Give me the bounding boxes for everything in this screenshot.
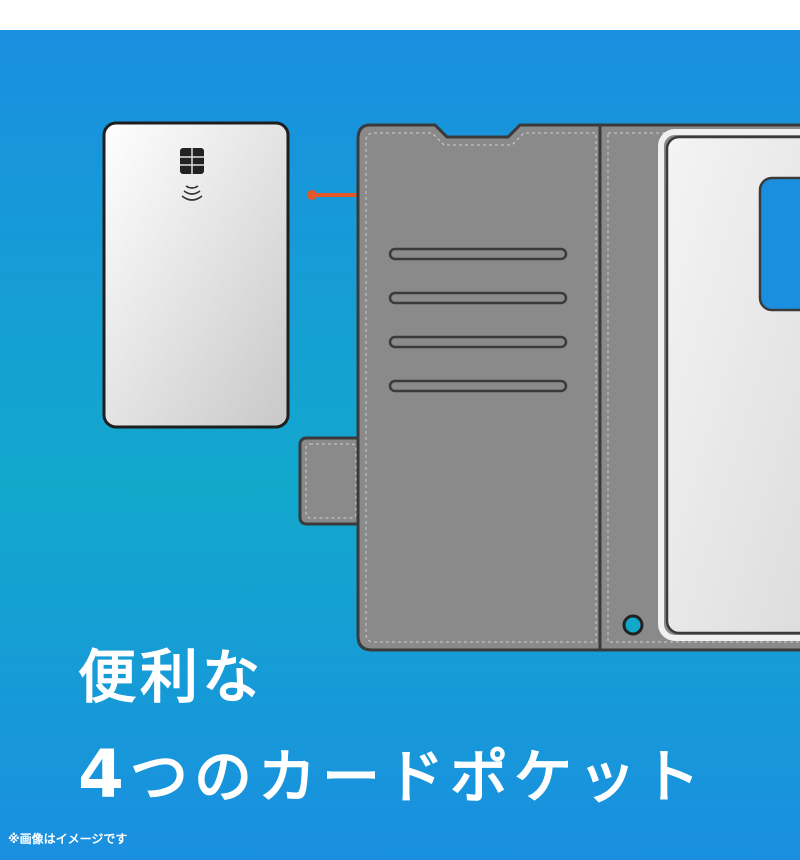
case-card-side — [298, 123, 606, 652]
ic-card — [102, 121, 290, 429]
case-strap — [298, 436, 364, 526]
headline-line-1: 便利な — [78, 643, 265, 711]
product-illustration: 便利な 4つのカードポケット ※画像はイメージです — [0, 30, 800, 860]
illustration-canvas — [0, 30, 800, 860]
ic-chip-icon — [180, 148, 204, 174]
camera-cutout — [758, 176, 800, 312]
card-slot-3 — [388, 335, 568, 349]
card-slot-1 — [388, 247, 568, 261]
headline-line-2: 4つのカードポケット — [78, 730, 706, 814]
magnet-clasp-icon — [622, 614, 644, 636]
case-phone-side — [598, 123, 800, 652]
card-slot-list — [388, 247, 568, 393]
image-disclaimer: ※画像はイメージです — [8, 832, 128, 846]
card-slot-2 — [388, 291, 568, 305]
headline-number: 4 — [78, 736, 130, 813]
phone-holder-frame — [658, 129, 800, 641]
card-slot-4 — [388, 379, 568, 393]
contactless-icon — [181, 185, 203, 201]
headline-line-2-text: つのカードポケット — [129, 743, 706, 811]
